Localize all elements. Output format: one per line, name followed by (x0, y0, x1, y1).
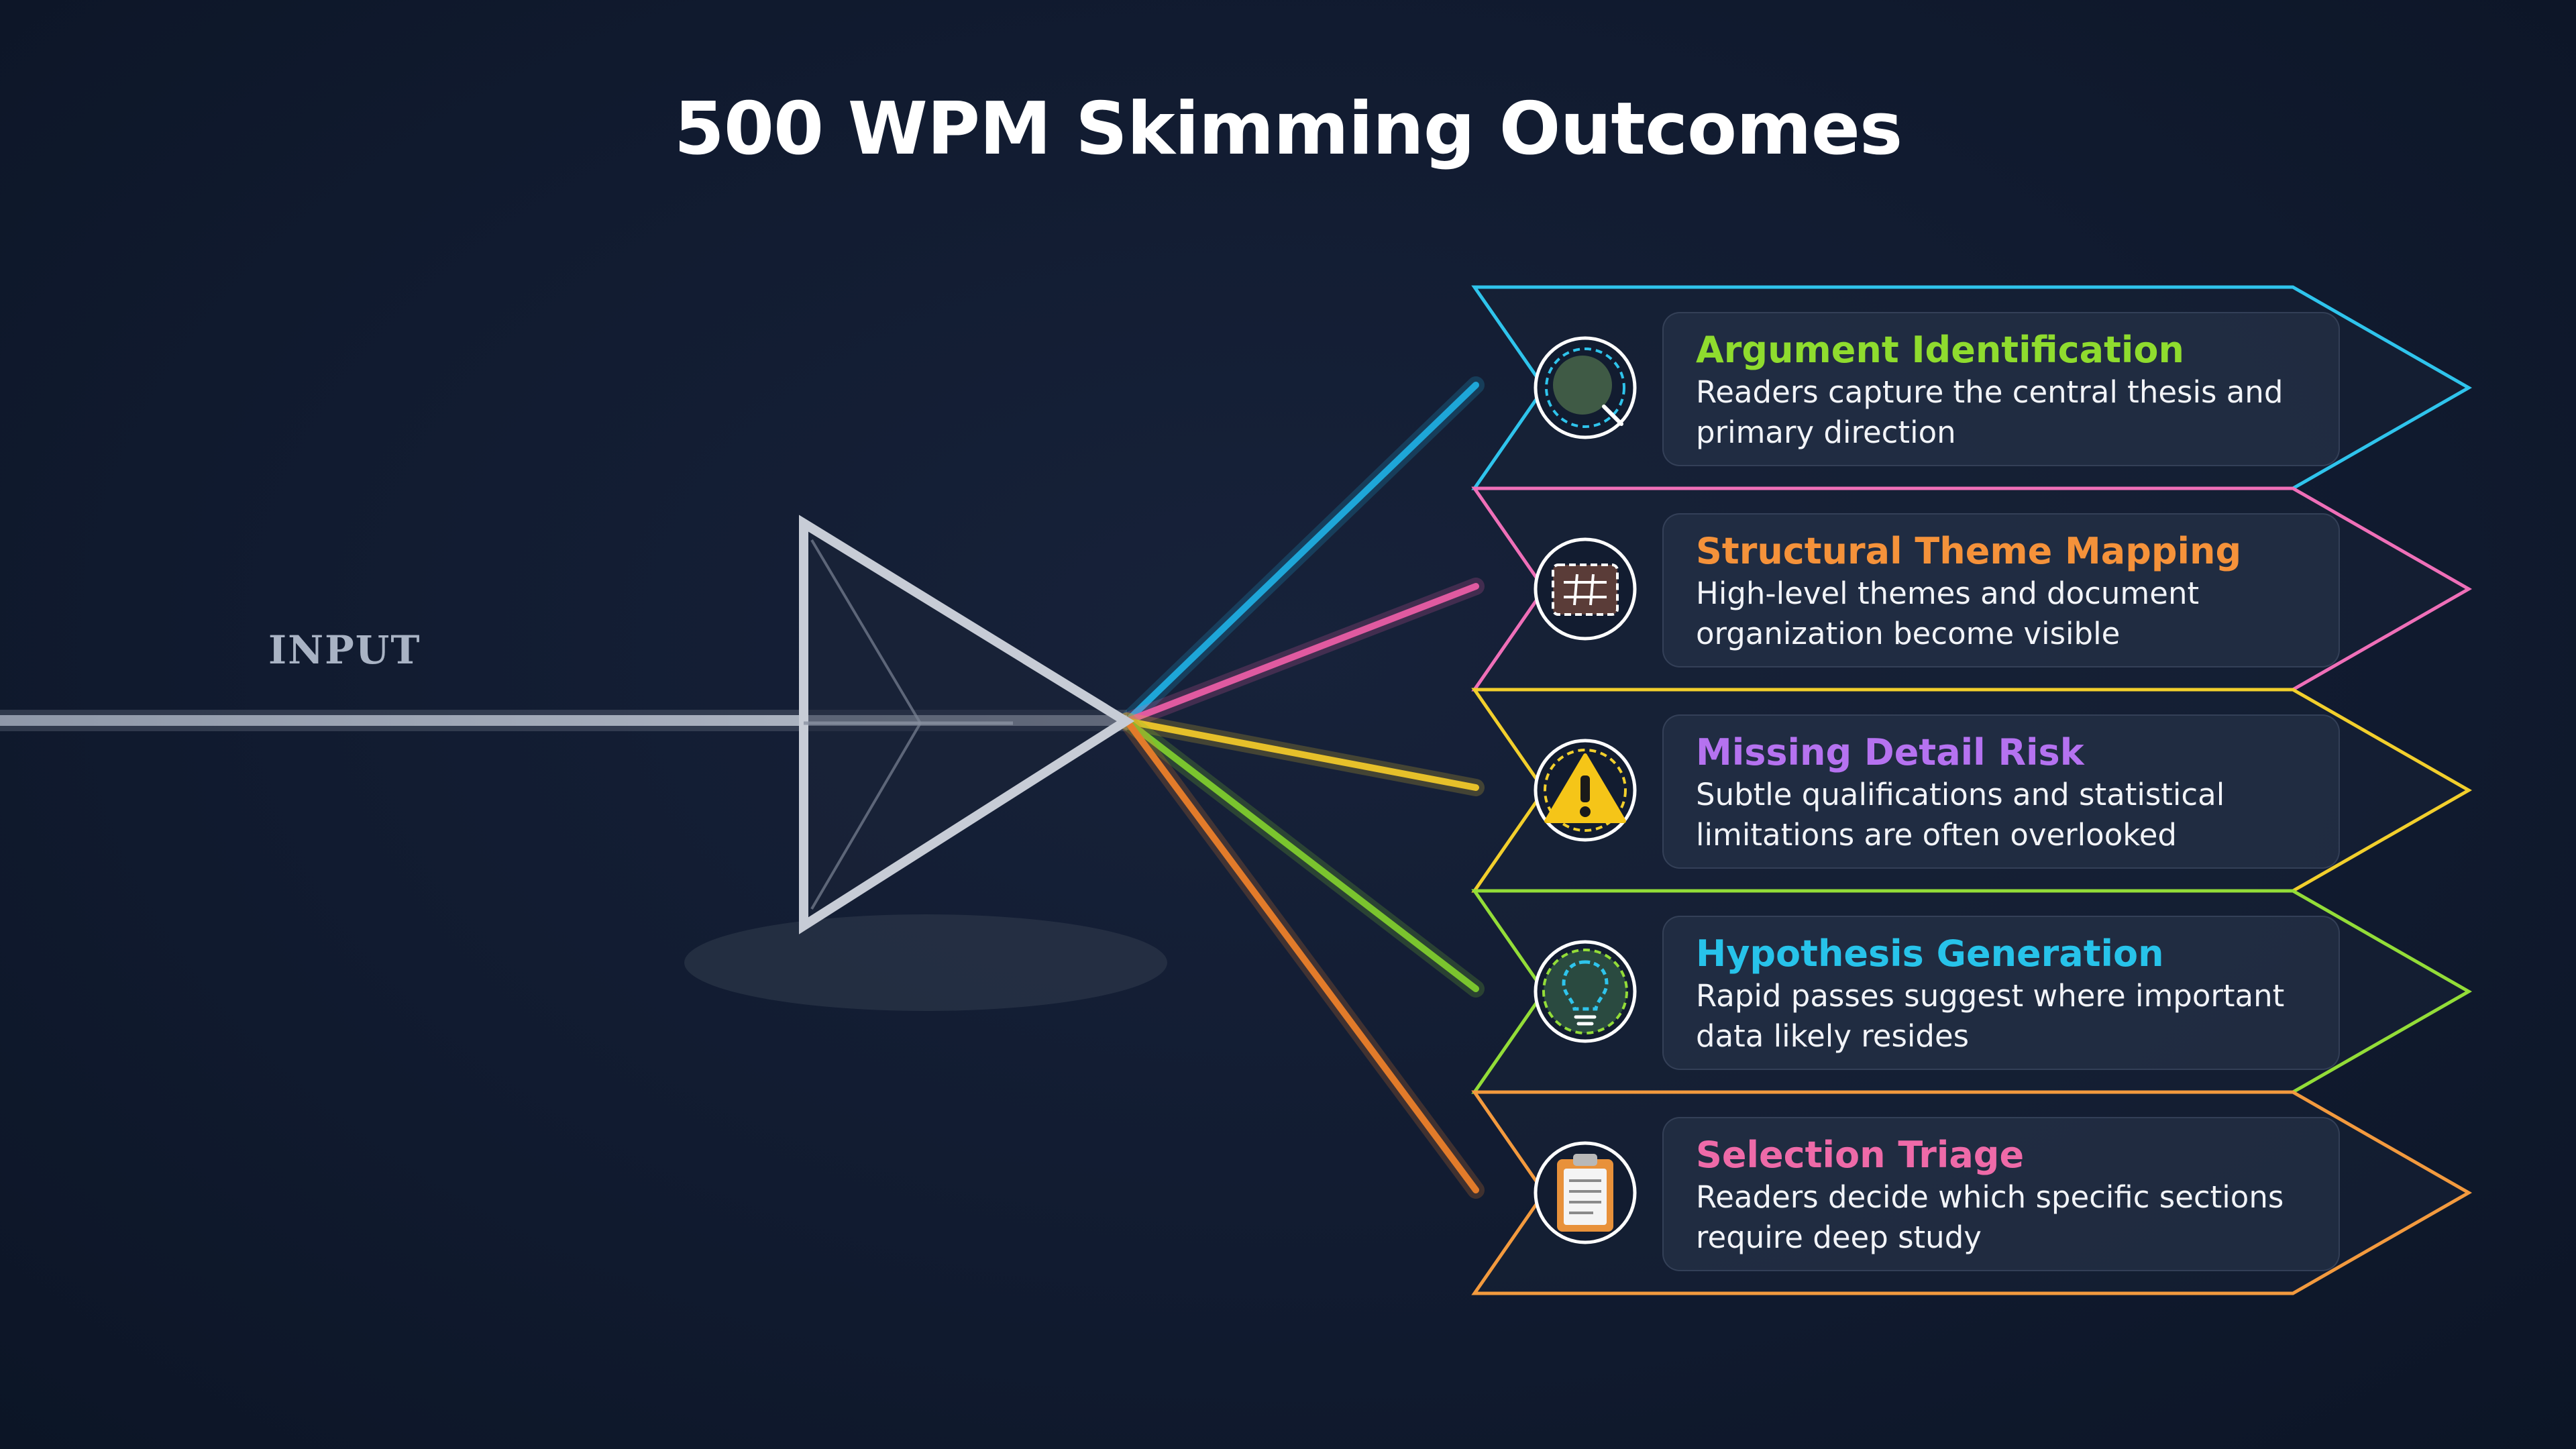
prism-inner-line (810, 539, 922, 724)
output-ray (1124, 382, 1479, 724)
output-ray (1124, 718, 1479, 791)
structure-map-icon (1532, 535, 1639, 643)
output-ray (1124, 718, 1479, 992)
prism-inner-line (810, 722, 922, 910)
input-label: INPUT (268, 627, 421, 673)
output-ray (1124, 583, 1479, 724)
outcome-description: High-level themes and document organizat… (1696, 576, 2200, 651)
prism-shadow (684, 914, 1167, 1011)
warning-icon (1532, 737, 1639, 844)
outcome-description: Readers decide which specific sections r… (1696, 1179, 2284, 1255)
output-rays (1118, 376, 1485, 1199)
outcome-description: Subtle qualifications and statistical li… (1696, 777, 2225, 853)
outcome-title: Argument Identification (1696, 329, 2184, 371)
outcome-title: Missing Detail Risk (1696, 731, 2084, 773)
outcome-title: Selection Triage (1696, 1134, 2025, 1176)
lightbulb-icon (1532, 938, 1639, 1045)
page-title: 500 WPM Skimming Outcomes (674, 87, 1903, 171)
outcome-title: Hypothesis Generation (1696, 932, 2164, 975)
outcome-title: Structural Theme Mapping (1696, 530, 2242, 572)
outcome-description: Readers capture the central thesis and p… (1696, 374, 2284, 450)
clipboard-icon (1532, 1139, 1639, 1246)
output-ray (1124, 718, 1479, 1193)
magnifier-icon (1532, 334, 1639, 441)
outcome-description: Rapid passes suggest where important dat… (1696, 978, 2285, 1054)
